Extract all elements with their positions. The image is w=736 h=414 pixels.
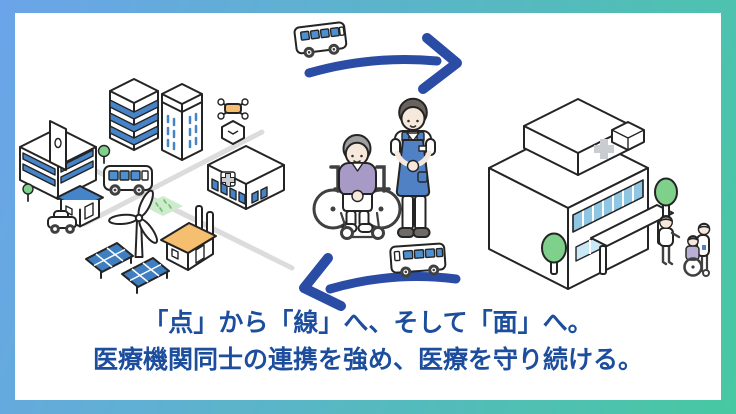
caption: 「点」から「線」へ、そして「面」へ。 医療機関同士の連携を強め、医療を守り続ける… [28, 305, 708, 379]
wind-turbine [108, 189, 159, 258]
caption-line-2: 医療機関同士の連携を強め、医療を守り続ける。 [92, 346, 643, 374]
caregiver-and-patient [312, 97, 436, 240]
office-building [19, 120, 97, 200]
house-orange-roof [160, 205, 217, 271]
arrow-left-icon [325, 272, 461, 294]
caption-line-1: 「点」から「線」へ、そして「面」へ。 [143, 309, 593, 337]
route-to-town [299, 242, 461, 311]
arrow-right-icon [304, 55, 442, 78]
drone-icon [217, 98, 249, 145]
hospital-illustration [488, 98, 711, 290]
car [47, 210, 77, 234]
wheelchair-patient [338, 134, 377, 233]
clinic-building [207, 145, 285, 210]
wheelchair-front [339, 211, 385, 240]
route-to-hospital [293, 21, 462, 94]
town-illustration [19, 78, 295, 294]
park [143, 196, 183, 216]
town-tree [22, 144, 111, 202]
solar-panels [85, 242, 170, 294]
arrow-left-head-icon [299, 253, 346, 311]
window-tower [161, 83, 203, 161]
caregiver [390, 97, 436, 238]
hospital-cross-icon [594, 139, 614, 159]
town-bus-icon [103, 165, 153, 196]
hospital-tree [541, 177, 678, 275]
hospital-building [488, 98, 674, 290]
visitor-wheelchair [683, 222, 711, 277]
bus-bottom-icon [389, 242, 447, 278]
visitor-standing [658, 214, 681, 266]
arrow-right-head-icon [418, 33, 462, 94]
bus-top-icon [293, 21, 348, 58]
striped-tower [109, 78, 159, 151]
